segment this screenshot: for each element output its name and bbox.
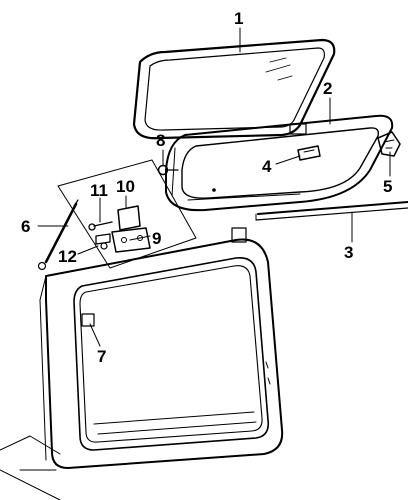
callout-8: 8	[156, 131, 165, 150]
callout-10: 10	[116, 177, 135, 196]
leader-lines	[37, 27, 391, 347]
molding-strip	[255, 201, 408, 221]
hinge-bracket-4	[297, 145, 321, 161]
hinge-assembly	[88, 205, 151, 253]
callout-12: 12	[58, 247, 77, 266]
callout-11: 11	[90, 181, 108, 200]
liftgate-glass	[132, 38, 336, 140]
callout-1: 1	[234, 9, 243, 28]
callout-7: 7	[97, 347, 106, 366]
gas-strut-6	[37, 199, 79, 271]
callout-2: 2	[323, 79, 332, 98]
bolt-8	[157, 164, 179, 176]
callout-3: 3	[344, 243, 353, 262]
callout-labels: 1 2 3 4 5 6 7 8 9 10 11 12	[21, 9, 392, 366]
glass-frame	[165, 114, 394, 212]
callout-9: 9	[152, 229, 161, 248]
body-opening	[0, 227, 284, 500]
callout-4: 4	[262, 157, 272, 176]
latch-5	[377, 131, 401, 157]
callout-6: 6	[21, 217, 30, 236]
callout-5: 5	[383, 177, 392, 196]
